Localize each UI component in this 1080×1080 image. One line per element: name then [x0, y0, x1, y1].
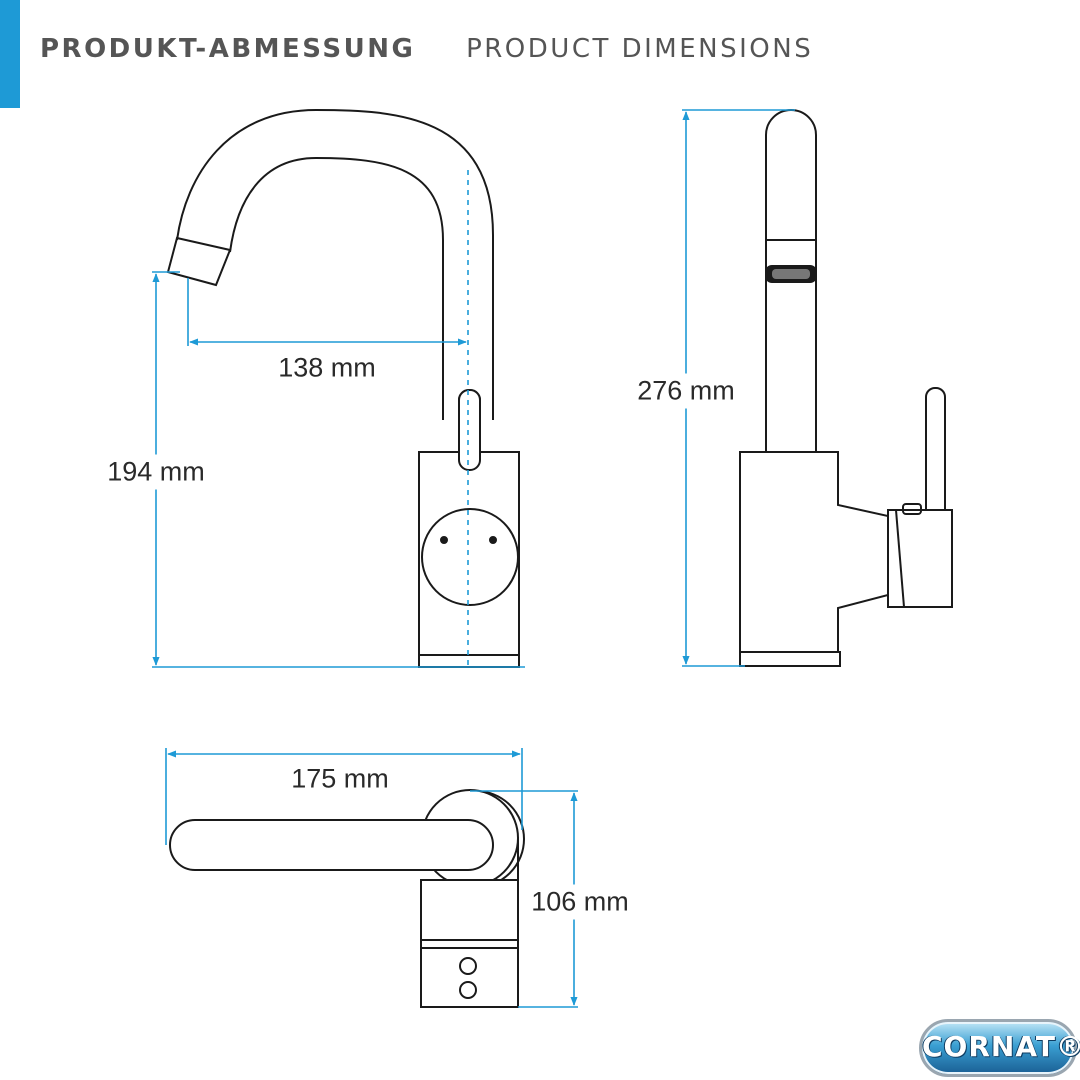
cornat-logo: CORNAT® — [919, 1019, 1080, 1077]
side-base — [739, 651, 841, 667]
accent-bar — [0, 0, 20, 108]
front-spout-outer — [176, 108, 494, 420]
page-title: PRODUKT-ABMESSUNG PRODUCT DIMENSIONS — [40, 34, 813, 64]
front-handle-disc — [421, 508, 519, 606]
side-body — [739, 451, 889, 653]
front-spout-inner — [229, 156, 444, 420]
front-base — [418, 654, 520, 668]
top-spout-arm — [169, 819, 494, 871]
top-length-label: 175 mm — [291, 763, 389, 794]
front-screw-left — [440, 536, 448, 544]
top-depth-label: 106 mm — [531, 884, 629, 920]
spout-height-label: 194 mm — [107, 454, 205, 490]
front-screw-right — [489, 536, 497, 544]
logo-text: CORNAT® — [922, 1030, 1080, 1063]
top-screw-1 — [459, 957, 477, 975]
title-english: PRODUCT DIMENSIONS — [466, 34, 814, 64]
front-view — [166, 108, 520, 668]
reach-label: 138 mm — [278, 352, 376, 383]
top-body — [420, 879, 519, 1008]
side-view — [739, 109, 953, 667]
total-height-label: 276 mm — [637, 373, 735, 409]
title-german: PRODUKT-ABMESSUNG — [40, 34, 416, 64]
front-aerator — [166, 236, 232, 287]
top-view — [169, 789, 525, 1008]
front-lever-top — [458, 389, 481, 471]
top-screw-2 — [459, 981, 477, 999]
